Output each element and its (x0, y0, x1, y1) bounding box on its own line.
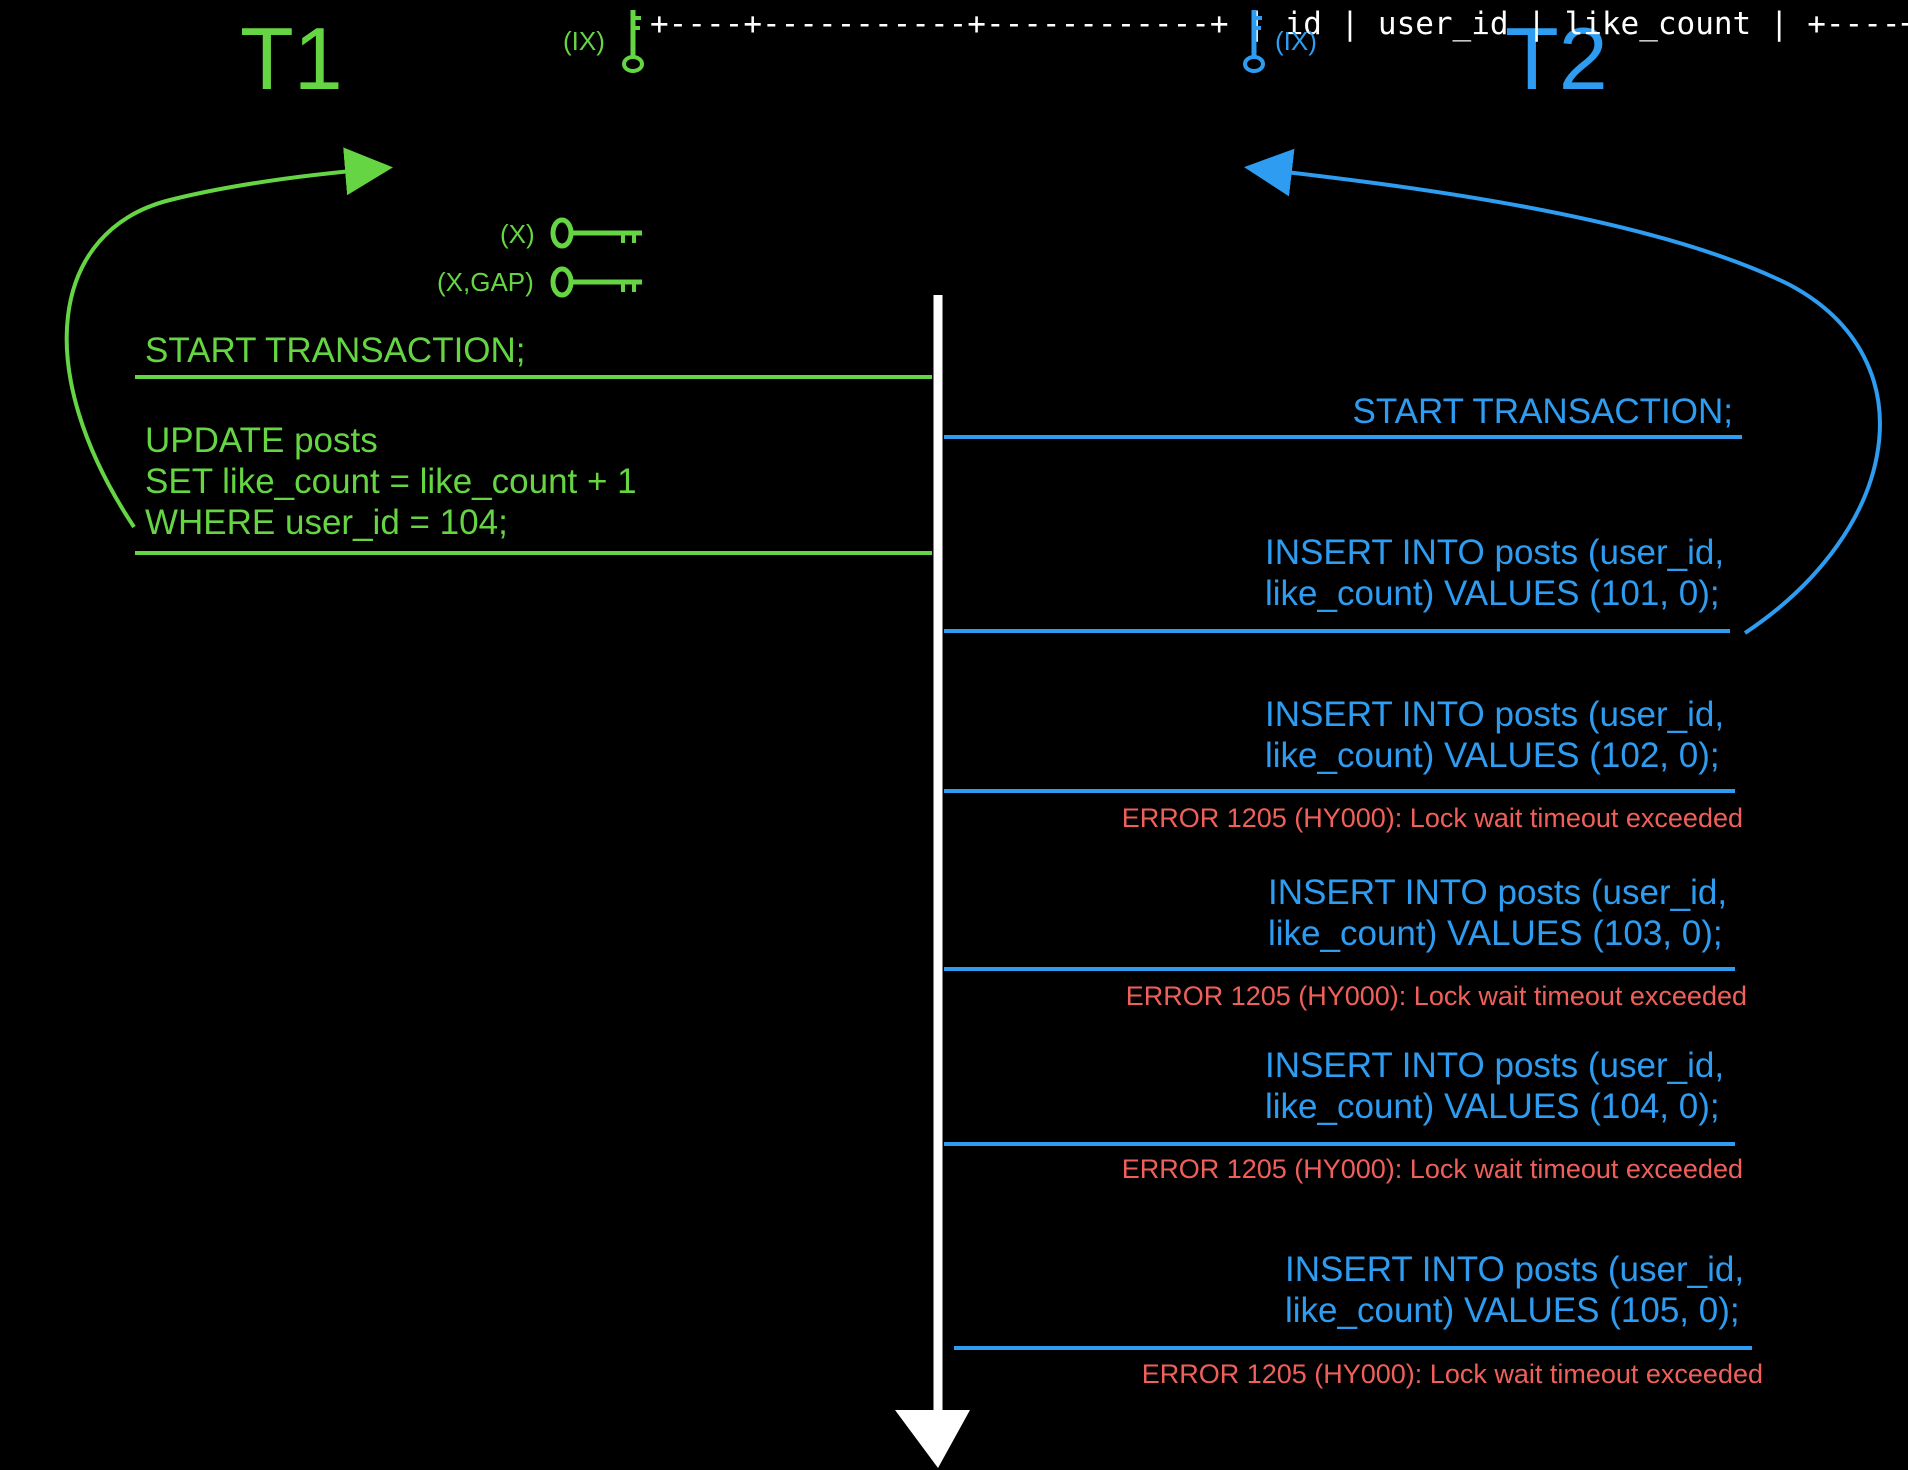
statement-line: UPDATE posts (145, 421, 378, 460)
table-header-like-count: like_count (1564, 6, 1752, 42)
t2-table-lock-label: (IX) (1275, 26, 1317, 56)
t2-statement-insert-102: INSERT INTO posts (user_id, like_count) … (1265, 694, 1724, 776)
t1-label: T1 (240, 9, 343, 108)
t2-error-102: ERROR 1205 (HY000): Lock wait timeout ex… (1121, 803, 1743, 833)
statement-line: START TRANSACTION; (145, 331, 526, 370)
statement-line: like_count) VALUES (101, 0); (1265, 574, 1720, 613)
statement-line: WHERE user_id = 104; (145, 503, 508, 542)
table-header-user-id: user_id (1377, 6, 1509, 42)
posts-table: +----+-----------+------------+ | id | u… (650, 6, 1908, 42)
timeline-arrowhead (895, 1410, 970, 1468)
t1-gap-lock-label: (X,GAP) (437, 267, 534, 297)
t2-statement-insert-105: INSERT INTO posts (user_id, like_count) … (1285, 1249, 1744, 1331)
statement-line: START TRANSACTION; (1352, 392, 1733, 431)
table-border-mid: +----+-----------+------------+ (1807, 6, 1908, 42)
t1-table-key-icon (622, 10, 644, 73)
statement-line: INSERT INTO posts (user_id, (1265, 1046, 1725, 1085)
t2-table-key-icon (1243, 10, 1265, 73)
statement-line: SET like_count = like_count + 1 (145, 462, 637, 501)
t1-gap-key-icon (550, 266, 642, 298)
statement-line: INSERT INTO posts (user_id, (1265, 695, 1725, 734)
t1-record-lock-label: (X) (500, 219, 535, 249)
table-header-id: id (1284, 6, 1322, 42)
statement-line: like_count) VALUES (105, 0); (1285, 1291, 1740, 1330)
statement-line: like_count) VALUES (103, 0); (1268, 914, 1723, 953)
statement-line: like_count) VALUES (104, 0); (1265, 1087, 1720, 1126)
t1-statement-update: UPDATE posts SET like_count = like_count… (145, 420, 637, 543)
t2-label: T2 (1505, 9, 1608, 108)
t2-error-105: ERROR 1205 (HY000): Lock wait timeout ex… (1141, 1359, 1763, 1389)
t2-curve-arrow (1244, 148, 1882, 635)
statement-line: INSERT INTO posts (user_id, (1285, 1250, 1745, 1289)
t1-curve-arrow (64, 147, 393, 529)
t1-statement-start: START TRANSACTION; (145, 330, 526, 371)
t2-error-104: ERROR 1205 (HY000): Lock wait timeout ex… (1121, 1154, 1743, 1184)
statement-line: INSERT INTO posts (user_id, (1268, 873, 1728, 912)
t2-statement-insert-101: INSERT INTO posts (user_id, like_count) … (1265, 532, 1724, 614)
t2-error-103: ERROR 1205 (HY000): Lock wait timeout ex… (1125, 981, 1747, 1011)
t2-statement-insert-104: INSERT INTO posts (user_id, like_count) … (1265, 1045, 1724, 1127)
t2-statement-insert-103: INSERT INTO posts (user_id, like_count) … (1268, 872, 1727, 954)
t1-record-key-icon (550, 217, 642, 249)
t2-statement-start: START TRANSACTION; (1352, 391, 1733, 432)
statement-line: INSERT INTO posts (user_id, (1265, 533, 1725, 572)
table-border-top: +----+-----------+------------+ (650, 6, 1229, 42)
t1-table-lock-label: (IX) (563, 26, 605, 56)
statement-line: like_count) VALUES (102, 0); (1265, 736, 1720, 775)
